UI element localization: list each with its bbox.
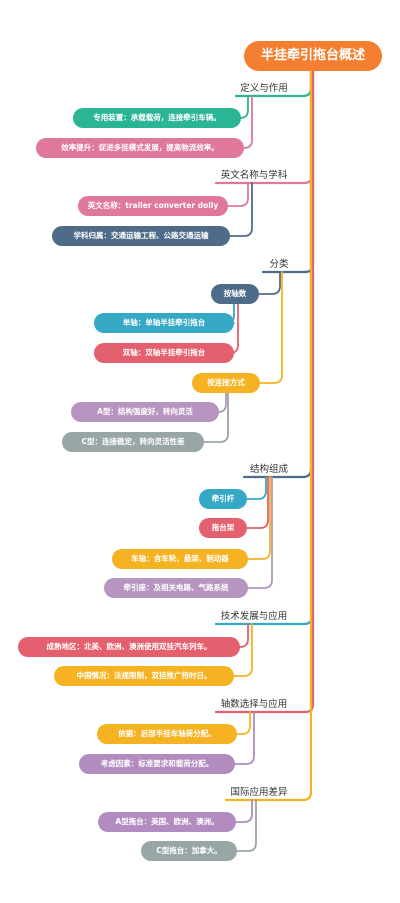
branch-axle-choice[interactable]: 轴数选择与应用 [220,699,288,710]
root-topic[interactable]: 半挂牵引拖台概述 [244,41,382,71]
branch-structure[interactable]: 结构组成 [249,464,288,475]
link-structure-1 [246,476,269,529]
international-item-c-type[interactable]: C型拖台：加拿大。 [141,841,237,861]
definition-item-efficiency[interactable]: 效率提升：促进多挂模式发展，提高物流效率。 [36,138,244,158]
trunk-line-international [224,68,313,802]
link-structure-2 [247,476,271,560]
link-axle-choice-1 [234,711,255,765]
structure-item-frame[interactable]: 拖台架 [199,518,247,538]
development-item-mature[interactable]: 成熟地区：北美、欧洲、澳洲使用双挂汽车列车。 [18,637,240,657]
development-item-china[interactable]: 中国情况：法规限制，双挂推广待时日。 [54,666,234,686]
branch-definition[interactable]: 定义与作用 [240,83,288,94]
link-definition-1 [243,95,253,149]
structure-item-axle[interactable]: 车轴：含车轮、悬架、制动器 [112,549,248,569]
branch-development[interactable]: 技术发展与应用 [220,611,288,622]
link-development-0 [239,623,249,648]
branch-international[interactable]: 国际应用差异 [230,787,288,798]
structure-item-fifth-wheel[interactable]: 牵引座：及相关电路、气路系统 [104,578,248,598]
english-item-discipline[interactable]: 学科归属：交通运输工程、公路交通运输 [52,226,230,246]
axle-choice-item-basis[interactable]: 依据：后部半挂车轴荷分配。 [97,724,237,744]
axle-item-double[interactable]: 双轴：双轴半挂牵引拖台 [94,343,234,363]
link-structure-3 [247,476,273,589]
link-axle-choice-0 [236,711,251,735]
branch-english[interactable]: 英文名称与学科 [220,170,288,181]
link-development-1 [233,623,253,677]
link-definition-0 [239,95,249,119]
international-item-a-type[interactable]: A型拖台：美国、欧洲、澳洲。 [98,812,236,832]
link-connection-1 [203,382,229,443]
branch-classification[interactable]: 分类 [269,259,289,270]
trunk-line-structure [242,68,313,479]
connection-item-c-type[interactable]: C型：连接稳定，转向灵活性差 [62,432,204,452]
axle-choice-item-factors[interactable]: 考虑因素：标准要求和载荷分配。 [79,754,235,774]
classification-by-connection[interactable]: 按连接方式 [192,373,260,393]
definition-item-dedicated[interactable]: 专用装置：承载载荷，连接牵引车辆。 [73,108,241,128]
classification-by-axle[interactable]: 按轴数 [211,284,259,304]
link-by-axle [258,271,281,295]
link-english-1 [229,182,253,237]
link-english-0 [227,182,249,207]
structure-item-drawbar[interactable]: 牵引杆 [199,489,247,509]
english-item-name[interactable]: 英文名称：trailer converter dolly [78,196,228,216]
connection-item-a-type[interactable]: A型：结构强度好，转向灵活 [71,402,219,422]
link-international-0 [235,799,253,823]
link-international-1 [236,799,257,852]
link-structure-0 [246,476,267,500]
link-by-connection [259,271,283,384]
axle-item-single[interactable]: 单轴：单轴半挂牵引拖台 [94,313,234,333]
